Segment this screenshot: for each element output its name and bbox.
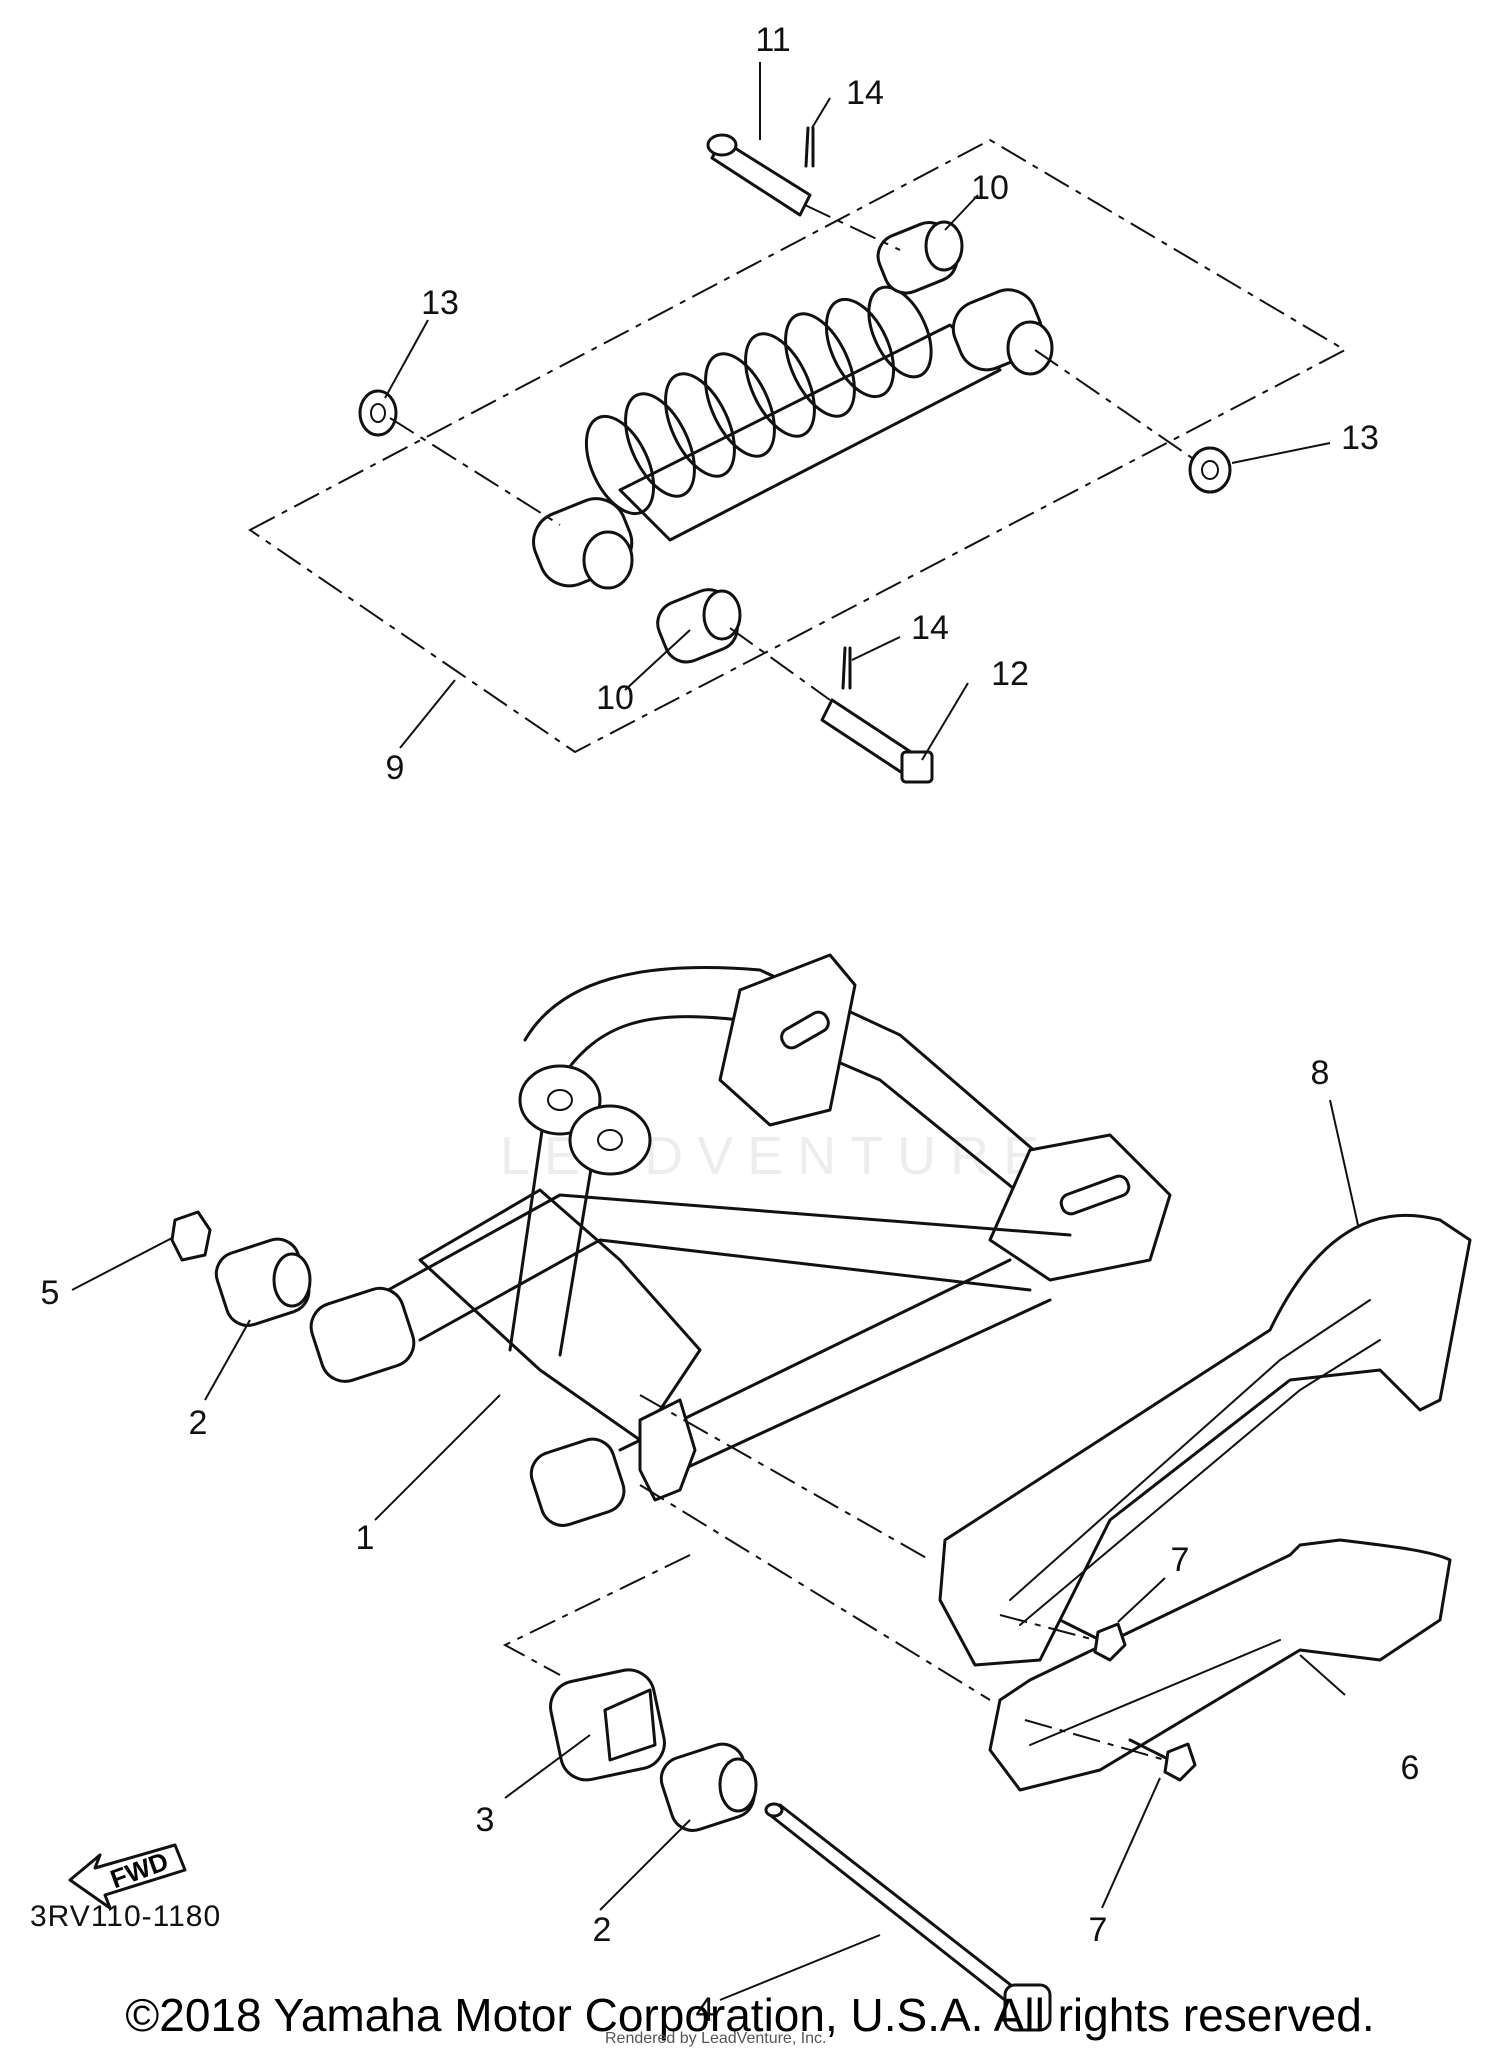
- callout-10-top[interactable]: 10: [971, 169, 1009, 207]
- callout-6[interactable]: 6: [1401, 1749, 1420, 1787]
- callout-7-upper[interactable]: 7: [1171, 1541, 1190, 1579]
- callout-14-bottom[interactable]: 14: [911, 609, 949, 647]
- callout-7-lower[interactable]: 7: [1089, 1911, 1108, 1949]
- cotter-pin-14-top[interactable]: [804, 126, 815, 168]
- callout-11[interactable]: 11: [755, 21, 790, 59]
- callout-13-left[interactable]: 13: [421, 284, 459, 322]
- pivot-bushing: [309, 1286, 416, 1383]
- callout-4[interactable]: 4: [696, 1991, 715, 2029]
- render-credit: Rendered by LeadVenture, Inc.: [605, 2030, 827, 2047]
- pivot-shaft-4[interactable]: [764, 1802, 1052, 2032]
- callout-2-lower[interactable]: 2: [593, 1911, 612, 1949]
- callout-3[interactable]: 3: [476, 1801, 495, 1839]
- callout-14-top[interactable]: 14: [846, 74, 884, 112]
- fwd-label: FWD: [106, 1846, 172, 1894]
- bolt-7-upper[interactable]: [1058, 1618, 1127, 1662]
- assembly-boundary: [248, 138, 1348, 754]
- shock-absorber[interactable]: [525, 278, 1054, 595]
- bushing-10-top[interactable]: [871, 216, 964, 300]
- bushing-2-lower[interactable]: [656, 1739, 760, 1837]
- collar-3[interactable]: [546, 1665, 669, 1785]
- callout-5[interactable]: 5: [41, 1274, 60, 1312]
- cotter-pin-14-bottom[interactable]: [841, 646, 852, 690]
- pivot-bushing-lower: [529, 1437, 626, 1527]
- callout-10-bottom[interactable]: 10: [596, 679, 634, 717]
- pin-12[interactable]: [820, 698, 934, 784]
- chain-case-8[interactable]: [938, 1213, 1472, 1667]
- copyright-notice: ©2018 Yamaha Motor Corporation, U.S.A. A…: [125, 1989, 1375, 2041]
- callout-8[interactable]: 8: [1311, 1054, 1330, 1092]
- swing-arm-group: [170, 953, 1472, 2032]
- washer-13-right[interactable]: [1188, 446, 1232, 494]
- callout-9[interactable]: 9: [386, 749, 405, 787]
- bushing-10-bottom[interactable]: [651, 583, 744, 669]
- leader-lines: [71, 62, 1359, 2001]
- pin-11[interactable]: [706, 133, 812, 217]
- nut-5[interactable]: [170, 1210, 212, 1262]
- fwd-arrow: FWD: [68, 1843, 187, 1910]
- bushing-2-upper[interactable]: [211, 1234, 315, 1332]
- bolt-7-lower[interactable]: [1128, 1738, 1197, 1782]
- callout-2-upper[interactable]: 2: [189, 1404, 208, 1442]
- diagram-code: 3RV110-1180: [30, 1900, 222, 1933]
- swing-arm[interactable]: [368, 953, 1172, 1502]
- callout-labels: 11 14 10 13 13 14 12 10 9 8 5 2 1 7 6 3 …: [41, 21, 1420, 2029]
- shock-assembly-group: [248, 126, 1348, 784]
- chain-guard-6[interactable]: [988, 1538, 1452, 1792]
- callout-12[interactable]: 12: [991, 655, 1029, 693]
- callout-1[interactable]: 1: [356, 1519, 375, 1557]
- washer-13-left[interactable]: [358, 389, 398, 437]
- callout-13-right[interactable]: 13: [1341, 419, 1379, 457]
